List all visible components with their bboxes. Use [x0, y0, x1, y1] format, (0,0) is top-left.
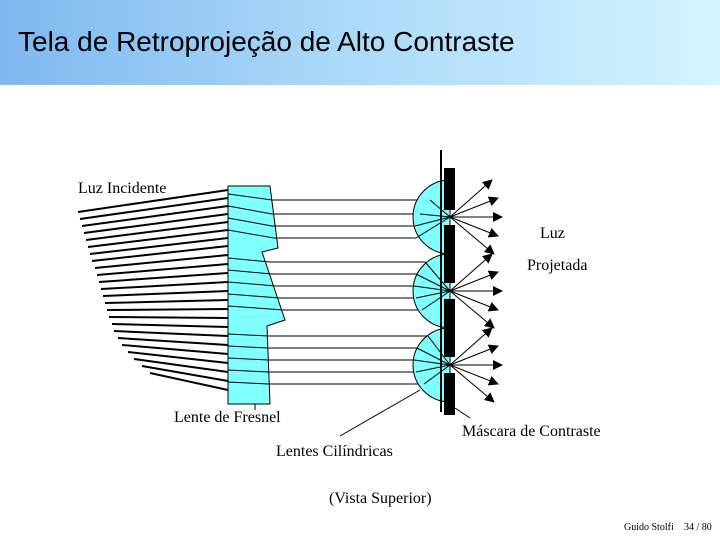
projected-light-label-line1: Luz	[540, 225, 565, 242]
projected-light-rays	[449, 179, 503, 403]
rays-after-fresnel	[268, 199, 430, 385]
incident-light-label: Luz Incidente	[78, 180, 167, 197]
top-view-label: (Vista Superior)	[329, 490, 432, 507]
fresnel-lens-label: Lente de Fresnel	[174, 409, 281, 426]
contrast-mask-label: Máscara de Contraste	[462, 423, 601, 440]
rays-inside-fresnel	[227, 193, 285, 385]
fresnel-lens-shape	[227, 185, 286, 405]
converging-rays	[413, 199, 451, 385]
slide-header	[0, 0, 720, 85]
projected-light-label-line2: Projetada	[527, 257, 588, 274]
cylindrical-lenses-label: Lentes Cilíndricas	[276, 443, 393, 460]
slide-title: Tela de Retroprojeção de Alto Contraste	[18, 26, 515, 57]
contrast-mask	[440, 150, 455, 415]
footer-page-number: 34 / 80	[684, 522, 712, 533]
incident-light-rays	[77, 189, 229, 391]
leader-lines	[254, 389, 471, 437]
footer-author: Guido Stolfi	[624, 522, 674, 533]
